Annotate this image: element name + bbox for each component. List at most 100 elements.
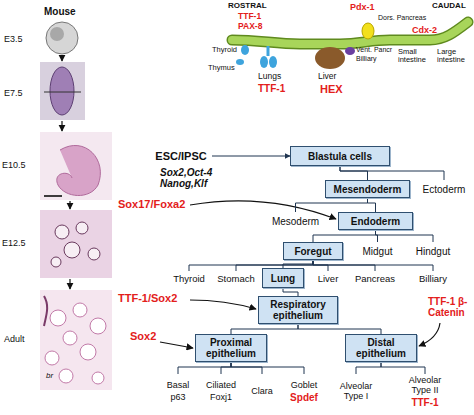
process-box: Respiratory epithelium [258, 296, 338, 324]
node-label: Hindgut [416, 246, 450, 257]
alveolus [92, 372, 104, 384]
node-label: Stomach [217, 274, 255, 284]
dorsal-pancreas-bud [362, 23, 374, 39]
trachea [267, 46, 270, 56]
stage-node: Basal p63 [158, 374, 198, 410]
ventral-pancreas-bud [345, 47, 355, 55]
node-label: Thyroid [173, 274, 205, 284]
node-label: Pancreas [355, 274, 395, 284]
stage-node: Midgut [355, 242, 400, 260]
tree-connector [231, 362, 304, 374]
leader-arrow [419, 323, 440, 346]
egg-cylinder [50, 67, 74, 115]
annotation-label: Lungs [258, 72, 281, 82]
node-label: Alveolar Type I [330, 382, 382, 402]
stage-node: Stomach [213, 271, 259, 287]
gene-label: HEX [320, 83, 343, 95]
annotation-label: Thyroid [212, 46, 237, 54]
node-label: Goblet [291, 381, 318, 391]
node-label: Distal epithelium [346, 337, 416, 359]
gene-label: PAX-8 [238, 22, 262, 32]
annotation-label: Billiary [356, 55, 377, 63]
gut-tube [232, 22, 468, 69]
liver-bud [315, 47, 345, 69]
down-arrow [61, 55, 62, 61]
tree-connector [340, 166, 444, 180]
alveolus [63, 331, 77, 345]
stage-node: Billiary [410, 271, 456, 287]
tree-connector [231, 362, 262, 374]
node-label: Basal [167, 381, 190, 391]
node-label: Proximal epithelium [196, 337, 266, 359]
thymus-bud [236, 59, 244, 65]
bronchiole [44, 296, 47, 326]
tree-connector [212, 156, 290, 157]
bud [51, 257, 61, 267]
leader-arrow [160, 342, 193, 348]
bud [55, 225, 69, 239]
marker-label: TTF-1 [411, 397, 438, 408]
annotation-label: Dors. Pancreas [378, 14, 426, 22]
node-label: Foregut [294, 246, 331, 257]
bud [64, 242, 80, 258]
annotation-label: E10.5 [2, 160, 26, 170]
node-label: ESC/IPSC [155, 150, 206, 162]
tree-connector [283, 260, 313, 268]
tube-fill [232, 22, 468, 44]
tree-connector [356, 362, 381, 374]
node-label: Lung [271, 273, 295, 284]
tree-connector [381, 362, 425, 374]
tree-connector [283, 288, 298, 296]
annotation-label: ROSTRAL [228, 2, 267, 11]
stage-node: CiliatedFoxj1 [200, 374, 242, 410]
regulator-arrows [160, 201, 440, 348]
down-arrow [61, 121, 62, 131]
alveolus [80, 344, 96, 360]
section-line [44, 92, 81, 93]
bud [88, 248, 100, 260]
tree-connector [296, 198, 368, 212]
e75-image [40, 62, 85, 120]
gene-label: Pdx-1 [350, 2, 375, 12]
node-label: Endoderm [351, 216, 400, 227]
lung-lobe [269, 56, 277, 68]
annotation-label: Large intestine [437, 48, 473, 65]
node-label: Blastula cells [308, 151, 372, 162]
stage-node: Clara [244, 374, 280, 410]
node-label: Respiratory epithelium [259, 299, 337, 321]
marker-label: p63 [170, 393, 185, 403]
annotation-label: E7.5 [4, 88, 23, 98]
stage-node: GobletSpdef [282, 374, 326, 410]
tree-connector [313, 260, 433, 271]
bud [76, 222, 88, 234]
process-box: Blastula cells [290, 146, 390, 166]
gene-label: TTF-1 [238, 12, 261, 22]
e125-image [40, 210, 112, 278]
stage-node: Pancreas [350, 271, 400, 287]
process-box: Endoderm [338, 212, 413, 230]
down-arrow [69, 201, 70, 209]
stage-node: Mesoderm [268, 212, 323, 230]
embryo-section [57, 145, 101, 195]
gene-label: TTF-1 [258, 83, 285, 94]
gene-label: Sox2 [130, 330, 156, 342]
gene-label: TTF-1 β-Catenin [428, 296, 474, 318]
stage-node: Alveolar Type I [330, 374, 382, 410]
annotation-label: Small intestine [398, 48, 436, 65]
annotation-label: E3.5 [4, 34, 23, 44]
node-label: Mesendoderm [334, 184, 402, 195]
stage-node: ESC/IPSC [150, 147, 212, 165]
stage-node: Hindgut [408, 242, 458, 260]
node-label: Ectoderm [423, 184, 466, 195]
stage-node: Alveolar Type IITTF-1 [398, 374, 452, 410]
tree-connector [298, 324, 381, 334]
stage-arrows [62, 55, 70, 289]
alveolus [50, 310, 66, 326]
annotation-label: Mouse [44, 6, 76, 17]
alveolus [73, 303, 87, 317]
node-label: Clara [251, 387, 273, 397]
adult-lung-image [40, 290, 112, 390]
